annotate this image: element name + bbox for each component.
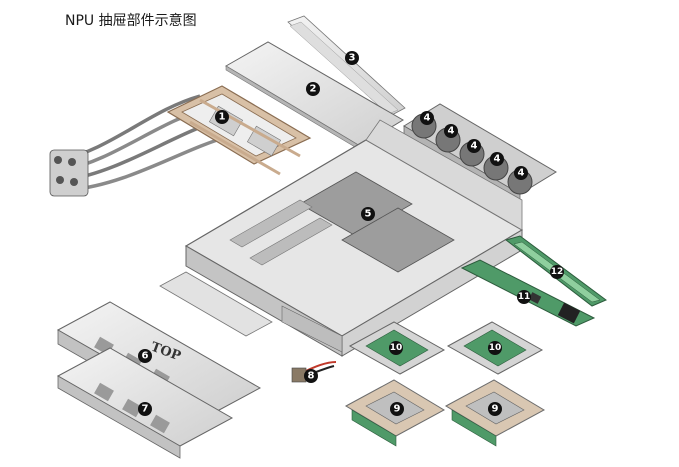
- svg-text:5: 5: [365, 209, 372, 220]
- svg-text:2: 2: [310, 84, 317, 95]
- callout-4a: 4: [420, 111, 434, 125]
- svg-text:10: 10: [489, 343, 502, 353]
- callout-4e: 4: [514, 166, 528, 180]
- callout-1: 1: [215, 110, 229, 124]
- svg-text:9: 9: [394, 404, 401, 415]
- svg-text:3: 3: [349, 53, 356, 64]
- svg-text:6: 6: [142, 351, 149, 362]
- callout-8: 8: [304, 369, 318, 383]
- callout-2: 2: [306, 82, 320, 96]
- part-front-bezel: [287, 15, 406, 117]
- callout-10-right: 10: [488, 341, 502, 355]
- svg-text:4: 4: [471, 141, 478, 152]
- svg-text:9: 9: [492, 404, 499, 415]
- part-power-cable: [291, 361, 337, 383]
- callout-4d: 4: [490, 152, 504, 166]
- svg-text:1: 1: [219, 112, 226, 123]
- diagram-title: NPU 抽屉部件示意图: [65, 13, 197, 29]
- coolant-connectors: [49, 149, 89, 197]
- callout-12: 12: [550, 265, 564, 279]
- callout-9-left: 9: [390, 402, 404, 416]
- svg-text:12: 12: [551, 267, 564, 277]
- part-liquid-cooling-module: [49, 85, 312, 197]
- callout-5: 5: [361, 207, 375, 221]
- part-lower-tray: [56, 347, 234, 459]
- svg-text:4: 4: [494, 154, 501, 165]
- svg-text:8: 8: [308, 371, 315, 382]
- callout-9-right: 9: [488, 402, 502, 416]
- callout-3: 3: [345, 51, 359, 65]
- svg-text:11: 11: [518, 292, 531, 302]
- svg-text:4: 4: [424, 113, 431, 124]
- svg-text:7: 7: [142, 404, 149, 415]
- svg-text:4: 4: [448, 126, 455, 137]
- callout-11: 11: [517, 290, 531, 304]
- callout-7: 7: [138, 402, 152, 416]
- callout-4c: 4: [467, 139, 481, 153]
- callout-4b: 4: [444, 124, 458, 138]
- callout-10-left: 10: [389, 341, 403, 355]
- callout-6: 6: [138, 349, 152, 363]
- svg-text:10: 10: [390, 343, 403, 353]
- svg-text:4: 4: [518, 168, 525, 179]
